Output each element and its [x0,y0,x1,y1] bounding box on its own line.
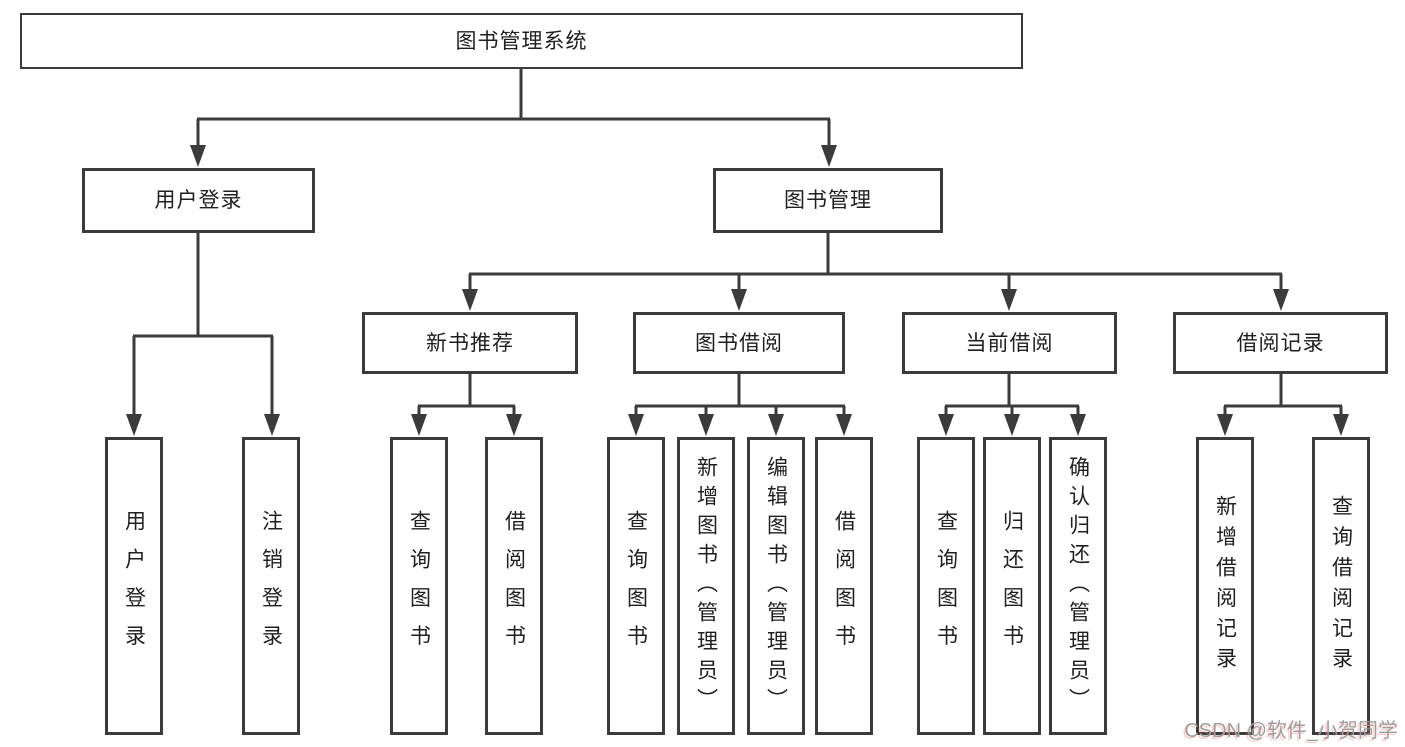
leaf-query-books-current-label: 查询图书 [934,509,958,663]
leaf-add-borrow-record: 新增借阅记录 [1196,437,1254,735]
node-new-book-recommend: 新书推荐 [362,312,578,374]
leaf-borrow-books-label: 借阅图书 [832,509,856,663]
node-book-management-label: 图书管理 [784,189,872,212]
node-user-login-label: 用户登录 [154,189,243,212]
watermark: CSDN @软件_小贺同学 [1184,720,1398,742]
leaf-query-books-borrow: 查询图书 [607,437,665,735]
leaf-logout-label: 注销登录 [259,509,283,663]
leaf-borrow-books-recommend-label: 借阅图书 [502,509,526,663]
leaf-confirm-return-admin-label: 确认归还（管理员） [1066,455,1090,717]
node-book-management: 图书管理 [713,168,943,233]
leaf-user-login-label: 用户登录 [122,509,146,663]
leaf-add-borrow-record-label: 新增借阅记录 [1213,494,1237,678]
node-book-borrow: 图书借阅 [633,312,845,374]
node-book-borrow-label: 图书借阅 [695,331,783,355]
node-book-management-system: 图书管理系统 [20,13,1023,69]
node-current-borrow-label: 当前借阅 [965,331,1054,355]
node-borrow-records-label: 借阅记录 [1236,331,1325,355]
leaf-query-borrow-record-label: 查询借阅记录 [1329,494,1353,678]
node-current-borrow: 当前借阅 [902,312,1117,374]
leaf-query-books-current: 查询图书 [917,437,975,735]
leaf-borrow-books-recommend: 借阅图书 [485,437,543,735]
node-user-login: 用户登录 [82,168,315,233]
leaf-edit-book-admin: 编辑图书（管理员） [747,437,805,735]
leaf-confirm-return-admin: 确认归还（管理员） [1049,437,1107,735]
leaf-query-books-recommend-label: 查询图书 [407,509,431,663]
node-borrow-records: 借阅记录 [1173,312,1388,374]
leaf-add-book-admin-label: 新增图书（管理员） [694,455,718,717]
leaf-edit-book-admin-label: 编辑图书（管理员） [764,455,788,717]
leaf-logout: 注销登录 [242,437,300,735]
leaf-query-books-recommend: 查询图书 [390,437,448,735]
leaf-user-login: 用户登录 [105,437,163,735]
node-book-management-system-label: 图书管理系统 [455,29,588,53]
leaf-return-book: 归还图书 [983,437,1041,735]
leaf-query-borrow-record: 查询借阅记录 [1312,437,1370,735]
leaf-borrow-books: 借阅图书 [815,437,873,735]
leaf-return-book-label: 归还图书 [1000,509,1024,663]
node-new-book-recommend-label: 新书推荐 [426,331,514,355]
leaf-query-books-borrow-label: 查询图书 [624,509,648,663]
leaf-add-book-admin: 新增图书（管理员） [677,437,735,735]
